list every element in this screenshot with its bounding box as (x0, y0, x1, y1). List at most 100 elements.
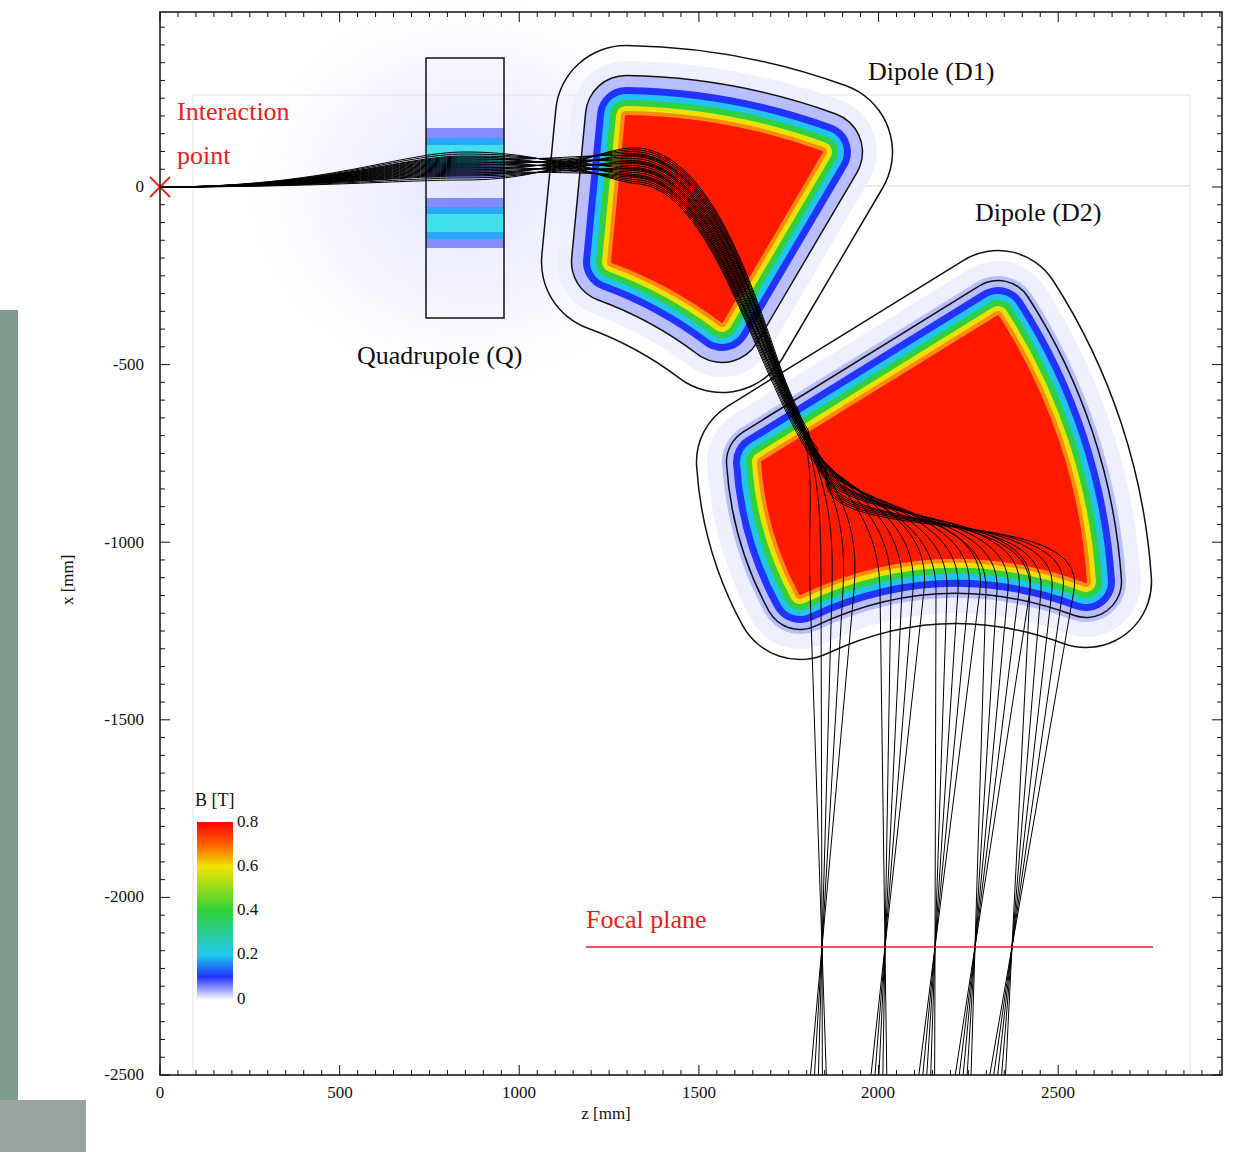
axis-tick (1217, 27, 1222, 28)
axis-tick (770, 1070, 771, 1075)
axis-tick (1217, 631, 1222, 632)
axis-tick (1217, 1021, 1222, 1022)
axis-tick (357, 1070, 358, 1075)
axis-tick (1217, 115, 1222, 116)
axis-tick (1217, 169, 1222, 170)
axis-tick (914, 1070, 915, 1075)
axis-tick (968, 1070, 969, 1075)
axis-tick (1217, 311, 1222, 312)
axis-tick (160, 684, 165, 685)
axis-tick (213, 1070, 214, 1075)
axis-tick (645, 1070, 646, 1075)
axis-tick (1217, 613, 1222, 614)
axis-tick (160, 950, 165, 951)
axis-tick (160, 826, 165, 827)
axis-tick (160, 169, 165, 170)
axis-ticks (160, 12, 1222, 1075)
axis-tick (447, 12, 448, 17)
axis-tick (1022, 12, 1023, 17)
axis-tick (1217, 222, 1222, 223)
axis-tick (1217, 133, 1222, 134)
axis-tick (160, 44, 165, 45)
axis-tick (213, 12, 214, 17)
axis-tick (1217, 577, 1222, 578)
axis-tick (806, 1070, 807, 1075)
axis-tick (160, 27, 165, 28)
axis-tick (1217, 595, 1222, 596)
axis-tick (160, 364, 170, 365)
axis-tick (896, 12, 897, 17)
magnet-label: Dipole (D2) (975, 198, 1101, 228)
axis-tick (160, 222, 165, 223)
axis-tick (1112, 1070, 1113, 1075)
axis-tick (160, 595, 165, 596)
axis-tick (160, 719, 170, 720)
axis-tick (160, 435, 165, 436)
axis-tick (160, 1021, 165, 1022)
axis-tick (1217, 62, 1222, 63)
axis-tick (968, 12, 969, 17)
axis-tick (1217, 240, 1222, 241)
axis-tick (249, 12, 250, 17)
axis-tick (160, 773, 165, 774)
axis-tick (231, 12, 232, 17)
axis-tick (537, 1070, 538, 1075)
axis-tick (160, 915, 165, 916)
axis-tick (573, 1070, 574, 1075)
axis-tick (1004, 1070, 1005, 1075)
axis-tick (1148, 12, 1149, 17)
axis-tick (160, 737, 165, 738)
axis-tick (285, 1070, 286, 1075)
axis-tick (824, 1070, 825, 1075)
trajectory (160, 162, 936, 1075)
axis-tick (160, 382, 165, 383)
axis-tick (160, 1057, 165, 1058)
trajectory (160, 165, 958, 1075)
axis-tick (914, 12, 915, 17)
axis-tick-label: -2500 (104, 1065, 144, 1085)
axis-tick (160, 311, 165, 312)
axis-tick (1217, 950, 1222, 951)
axis-tick (1217, 666, 1222, 667)
axis-tick-label: -2000 (104, 887, 144, 907)
trajectory (160, 168, 986, 1075)
axis-tick (573, 12, 574, 17)
axis-tick (1217, 737, 1222, 738)
axis-tick (1183, 1070, 1184, 1075)
axis-tick (1212, 542, 1222, 543)
axis-tick (160, 755, 165, 756)
axis-tick (1217, 559, 1222, 560)
axis-tick (1217, 382, 1222, 383)
axis-tick (1217, 702, 1222, 703)
axis-tick (1212, 1075, 1222, 1076)
axis-tick (1217, 98, 1222, 99)
axis-tick (160, 293, 165, 294)
axis-tick (824, 12, 825, 17)
axis-tick (1212, 187, 1222, 188)
axis-tick (1217, 346, 1222, 347)
axis-tick (501, 12, 502, 17)
axis-tick (303, 1070, 304, 1075)
axis-tick (160, 968, 165, 969)
axis-tick-label: -1000 (104, 533, 144, 553)
axis-tick (1201, 12, 1202, 17)
axis-tick (1004, 12, 1005, 17)
trajectory (160, 157, 891, 1075)
axis-tick (1076, 12, 1077, 17)
axis-tick (160, 115, 165, 116)
trajectory (160, 162, 1052, 1075)
trajectory (160, 163, 947, 1075)
axis-tick (1217, 435, 1222, 436)
axis-tick (465, 1070, 466, 1075)
axis-tick (160, 613, 165, 614)
axis-tick (160, 417, 165, 418)
axis-tick (1217, 915, 1222, 916)
axis-tick (1217, 844, 1222, 845)
axis-tick-label: 500 (327, 1083, 353, 1103)
axis-tick (375, 12, 376, 17)
axis-tick (501, 1070, 502, 1075)
axis-tick (411, 12, 412, 17)
axis-tick (160, 897, 170, 898)
axis-tick (806, 12, 807, 17)
